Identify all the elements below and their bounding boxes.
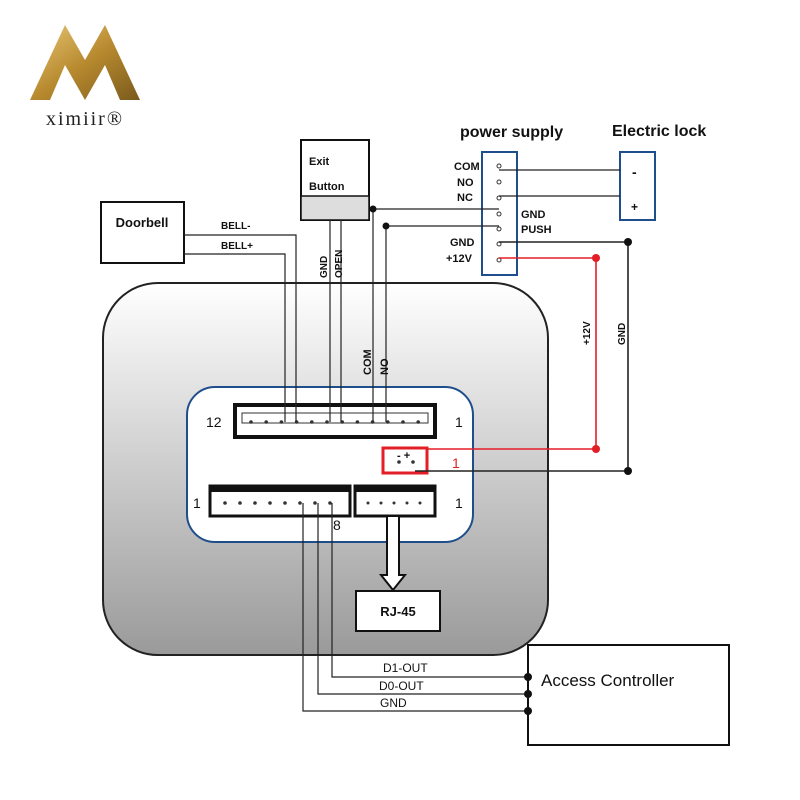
connector-12pin-pin [386,420,390,424]
electric-lock-title: Electric lock [612,123,706,140]
junction-dot-d0 [524,690,532,698]
exit-button-device [300,139,370,221]
brand-name: ximiir® [46,108,124,130]
ps-com-label: COM [454,161,480,173]
connector-8pin-pin [253,501,257,505]
wire-gnd [415,241,629,472]
wire-ac-gnd [302,503,528,712]
junction-dot-12v-top [592,254,600,262]
connector-12pin-left-number: 12 [206,414,222,430]
wire-plus12v [427,257,597,450]
connector-8pin-pin [283,501,287,505]
connector-8pin-pin [238,501,242,505]
rj45-connector [353,484,437,518]
connector-8pin-pin [268,501,272,505]
electric-lock-box [619,151,656,221]
arrow-down-icon [378,515,408,592]
junction-dot-gnd-top [624,238,632,246]
junction-dot-no [382,222,390,230]
connector-12pin-pin [264,420,269,424]
ac-gnd-label: GND [380,696,407,710]
ps-gnd-left-label: GND [450,237,475,249]
connector-8pin-pin [298,501,302,505]
connector-12pin-pin [401,420,405,424]
exit-open-label: OPEN [334,250,345,278]
bell-minus-label: BELL- [221,221,250,232]
brand-logo-icon [30,25,140,100]
power-supply-title: power supply [460,124,563,141]
connector-8pin-pin [223,501,227,505]
doorbell-label: Doorbell [116,215,169,230]
ps-gnd-right-label: GND [521,209,546,221]
exit-button-label-line1: Exit [309,156,330,168]
exit-gnd-label: GND [319,256,330,278]
junction-dot-gnd-bottom [624,467,632,475]
connector-12pin-pin [294,420,299,424]
wire-bell-minus [184,234,297,422]
connector-8pin-pin [313,501,317,505]
power-connector [381,446,429,475]
connector-12pin-pin [249,420,253,424]
access-controller-title: Access Controller [541,671,675,690]
connector-12pin-pin [416,420,421,424]
connector-8pin [208,484,352,518]
ps-no-label: NO [457,177,474,189]
power-supply-terminals [496,163,502,263]
exit-button-label-line2: Button [309,181,345,193]
ps-push-label: PUSH [521,224,552,236]
lock-plus-label: + [631,200,638,214]
ps-12v-label: +12V [446,253,473,265]
rj45-box [355,590,441,632]
wire-com-label: COM [362,349,374,375]
wire-d0-out [317,503,528,695]
connector-8pin-pin-number: 8 [333,517,341,533]
lock-minus-label: - [632,164,637,180]
connector-8pin-pin [328,501,332,505]
d0-out-label: D0-OUT [379,679,424,693]
connector-12pin-pin [355,420,360,424]
wire-gnd-label: GND [617,323,628,345]
rj45-connector-number: 1 [455,495,463,511]
power-connector-number: 1 [452,455,460,471]
connector-12pin-pin [325,420,329,424]
wire-bell-plus [184,253,286,422]
wire-12v-label: +12V [582,321,593,345]
junction-dot-ac-gnd [524,707,532,715]
connector-12pin-pin [279,420,284,424]
power-connector-polarity: - + [397,450,410,462]
junction-dot-com [369,205,377,213]
brand-logo: ximiir® [30,25,140,130]
wire-no-label: NO [379,358,391,375]
access-controller-box [527,644,730,746]
doorbell-box [100,201,185,264]
connector-12pin-pin [310,420,314,424]
connector-12pin-right-number: 1 [455,414,463,430]
connector-8pin-pins [223,501,332,505]
d1-out-label: D1-OUT [383,661,428,675]
rj45-label: RJ-45 [380,604,415,619]
wire-d1-out [331,503,528,678]
bell-plus-label: BELL+ [221,241,253,252]
connector-8pin-left-number: 1 [193,495,201,511]
junction-dot-12v-bottom [592,445,600,453]
ps-nc-label: NC [457,192,473,204]
connector-12pin-pins [249,420,421,424]
junction-dot-d1 [524,673,532,681]
connector-12pin [233,403,437,439]
